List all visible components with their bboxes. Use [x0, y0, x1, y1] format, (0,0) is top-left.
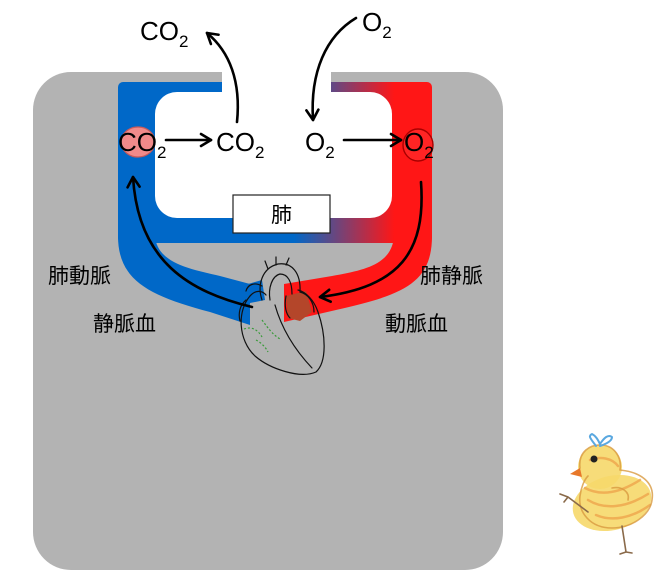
top-co2-label: CO2 — [140, 16, 188, 51]
chick-shading — [583, 456, 652, 520]
lung-capillary-loop — [118, 66, 432, 243]
blood-o2-subscript: 2 — [424, 143, 433, 162]
chick-body — [572, 474, 652, 532]
lung-to-heart-arrow — [318, 180, 423, 304]
heart-outline — [240, 289, 325, 375]
lung-co2-subscript: 2 — [255, 143, 264, 162]
venous-blood-label: 静脈血 — [93, 312, 156, 336]
blood-o2-label: O2 — [404, 127, 434, 162]
lung-o2-base: O — [305, 127, 325, 157]
top-co2-subscript: 2 — [179, 32, 188, 51]
lung-label-box — [232, 194, 331, 234]
heart-to-lung-arrow — [126, 175, 254, 309]
lung-label: 肺 — [271, 203, 292, 227]
heart-illustration — [238, 256, 325, 375]
arterial-blood-label: 動脈血 — [385, 312, 448, 336]
chick-illustration — [559, 433, 654, 555]
heart-aortic-arch-inner — [268, 273, 293, 301]
chick-wing — [611, 486, 630, 501]
lung-interior — [155, 92, 392, 218]
top-co2-base: CO — [140, 16, 179, 46]
lung-o2-subscript: 2 — [325, 143, 334, 162]
chick-bow-icon — [588, 433, 613, 447]
top-o2-base: O — [362, 7, 382, 37]
lung-o2-label: O2 — [305, 127, 335, 162]
co2-exhale-arrow — [205, 31, 240, 124]
blood-co2-subscript: 2 — [157, 143, 166, 162]
chick-head — [578, 445, 622, 489]
chick-legs — [559, 493, 633, 555]
heart-left-atrium-fill — [286, 291, 312, 321]
heart-atrium-outline — [284, 291, 315, 319]
top-o2-subscript: 2 — [382, 23, 391, 42]
coronary-vessels — [243, 319, 281, 353]
top-o2-label: O2 — [362, 7, 392, 42]
pulmonary-artery-vessel — [118, 236, 250, 325]
blood-o2-base: O — [404, 127, 424, 157]
lung-co2-label: CO2 — [216, 127, 264, 162]
chick-eye — [590, 455, 598, 463]
blood-cell-o2 — [402, 128, 434, 162]
heart-aortic-arch — [259, 263, 301, 301]
heart-septum — [274, 304, 313, 369]
blood-co2-label: CO2 — [118, 127, 166, 162]
pulmonary-vein-label: 肺静脈 — [420, 264, 483, 288]
blood-cell-co2 — [120, 126, 156, 158]
pulmonary-artery-label: 肺動脈 — [48, 264, 111, 288]
lung-co2-base: CO — [216, 127, 255, 157]
heart-branch-vessels — [264, 256, 290, 270]
blood-co2-base: CO — [118, 127, 157, 157]
o2-inhale-arrow — [305, 16, 358, 122]
heart-pulmonary-trunk — [238, 283, 267, 322]
chick-beak — [570, 468, 582, 477]
